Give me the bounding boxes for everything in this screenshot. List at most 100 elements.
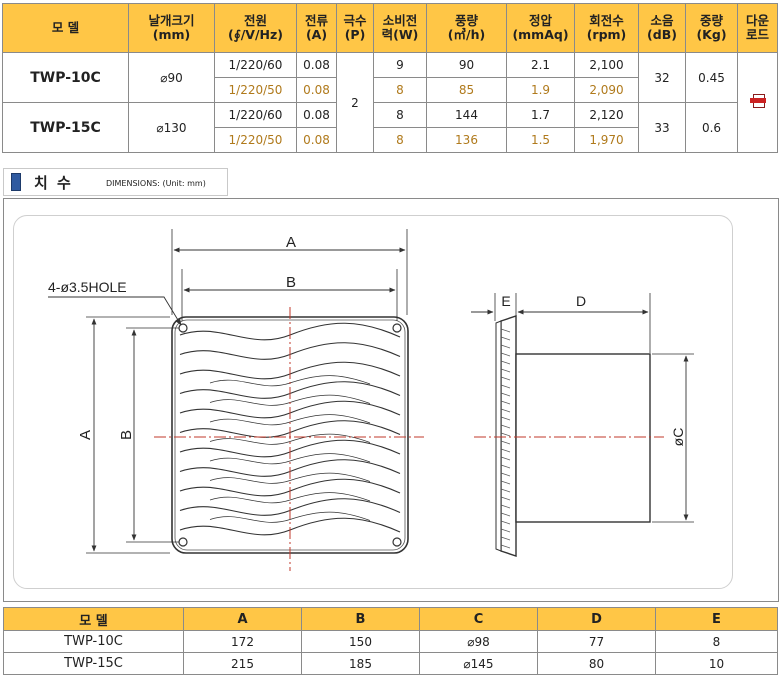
pressure-cell: 1.7 (506, 102, 575, 128)
current-cell: 0.08 (296, 52, 337, 78)
fin-line (500, 408, 511, 413)
flow-cell: 144 (426, 102, 507, 128)
bookmark-icon (11, 173, 21, 191)
poles-cell: 2 (336, 52, 374, 153)
header-model: 모 델 (2, 3, 129, 53)
dim-e: 8 (655, 630, 778, 653)
rpm-cell: 2,120 (574, 102, 639, 128)
pressure-cell: 1.5 (506, 127, 575, 153)
pressure-cell: 2.1 (506, 52, 575, 78)
download-cell (737, 52, 778, 153)
fin-line (500, 344, 511, 349)
flow-cell: 90 (426, 52, 507, 78)
mount-hole (178, 537, 188, 547)
dim-d: 80 (537, 652, 656, 675)
model-name: TWP-10C (2, 52, 129, 103)
header-blade: 날개크기 (mm) (128, 3, 215, 53)
side-view (495, 315, 651, 557)
dim-a: 215 (183, 652, 302, 675)
rpm-cell: 1,970 (574, 127, 639, 153)
fin-line (500, 496, 511, 501)
dim-c: ⌀145 (419, 652, 538, 675)
power-cell: 1/220/50 (214, 77, 297, 103)
louver-slot (209, 472, 371, 484)
header-pressure: 정압 (mmAq) (506, 3, 575, 53)
dimensions-title: 치 수 (34, 174, 73, 192)
fin-line (500, 384, 511, 389)
mount-hole (392, 323, 402, 333)
table-row: TWP-10C ⌀90 1/220/60 0.08 2 9 90 2.1 2,1… (2, 52, 778, 153)
dim-header-d: D (537, 607, 656, 631)
table-row: 1/220/50 0.08 8 85 1.9 2,090 (3, 77, 778, 103)
current-cell: 0.08 (296, 77, 337, 103)
fin-line (500, 536, 511, 541)
label-e-top: E (501, 293, 510, 309)
label-b-side: B (118, 430, 135, 440)
header-flow: 풍량 (㎥/h) (426, 3, 507, 53)
header-noise: 소음 (dB) (638, 3, 686, 53)
header-rpm: 회전수 (rpm) (574, 3, 639, 53)
fin-line (500, 480, 511, 485)
label-d-top: D (576, 293, 586, 309)
label-b-top: B (286, 274, 296, 291)
fin-line (500, 336, 511, 341)
label-c-side: øC (670, 428, 686, 447)
current-cell: 0.08 (296, 127, 337, 153)
watt-cell: 8 (373, 77, 427, 103)
dimensions-subtitle: DIMENSIONS: (Unit: mm) (106, 179, 206, 188)
mount-hole (178, 323, 188, 333)
pressure-cell: 1.9 (506, 77, 575, 103)
mount-hole (392, 537, 402, 547)
label-a-side: A (77, 430, 94, 440)
watt-cell: 8 (373, 127, 427, 153)
table-row: 1/220/50 0.08 8 136 1.5 1,970 (3, 127, 778, 153)
dim-b: 185 (301, 652, 420, 675)
rpm-cell: 2,100 (574, 52, 639, 78)
noise-cell: 33 (638, 102, 686, 153)
power-cell: 1/220/60 (214, 102, 297, 128)
fin-line (500, 416, 511, 421)
power-cell: 1/220/50 (214, 127, 297, 153)
fin-line (500, 448, 511, 453)
dim-model: TWP-10C (3, 630, 184, 653)
dim-model: TWP-15C (3, 652, 184, 675)
fin-line (500, 512, 511, 517)
table-row: TWP-15C 215 185 ⌀145 80 10 (3, 652, 778, 675)
flow-cell: 85 (426, 77, 507, 103)
fin-line (500, 472, 511, 477)
header-power: 전원 (∮/V/Hz) (214, 3, 297, 53)
dim-a: 172 (183, 630, 302, 653)
dim-header-model: 모 델 (3, 607, 184, 631)
fin-line (500, 544, 511, 549)
blade-size: ⌀90 (128, 52, 215, 103)
dim-d: 77 (537, 630, 656, 653)
louver-slot (209, 433, 371, 445)
louver-slot (209, 492, 371, 504)
document-download-icon[interactable] (749, 94, 766, 108)
rpm-cell: 2,090 (574, 77, 639, 103)
watt-cell: 8 (373, 102, 427, 128)
dim-header-a: A (183, 607, 302, 631)
fin-line (500, 400, 511, 405)
fin-line (500, 440, 511, 445)
fin-line (500, 456, 511, 461)
label-a-top: A (286, 234, 296, 251)
header-poles: 극수 (P) (336, 3, 374, 53)
dim-c: ⌀98 (419, 630, 538, 653)
fin-line (500, 376, 511, 381)
fin-line (500, 328, 511, 333)
table-row: TWP-15C ⌀130 1/220/60 0.08 8 144 1.7 2,1… (2, 102, 778, 153)
noise-cell: 32 (638, 52, 686, 103)
spec-table: 모 델 날개크기 (mm) 전원 (∮/V/Hz) 전류 (A) 극수 (P) … (2, 3, 778, 153)
louver-slot (209, 511, 371, 523)
fin-line (500, 424, 511, 429)
dimension-table: 모 델 A B C D E TWP-10C 172 150 ⌀98 77 8 T… (3, 607, 778, 675)
header-download: 다운 로드 (737, 3, 778, 53)
fin-line (500, 368, 511, 373)
fin-line (500, 488, 511, 493)
watt-cell: 9 (373, 52, 427, 78)
dim-header-b: B (301, 607, 420, 631)
dim-header-e: E (655, 607, 778, 631)
label-hole: 4-ø3.5HOLE (48, 279, 127, 295)
fin-line (500, 528, 511, 533)
